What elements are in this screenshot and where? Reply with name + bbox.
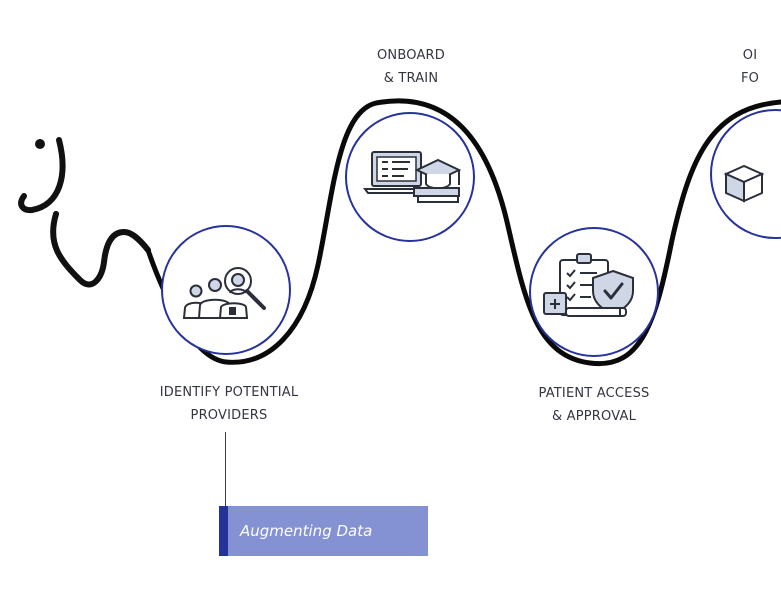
connector-line xyxy=(225,432,226,506)
patient-access-circle xyxy=(529,227,659,357)
laptop-graduation-icon xyxy=(363,151,462,203)
provider-search-circle xyxy=(161,225,291,355)
augmenting-data-label: Augmenting Data xyxy=(240,522,373,540)
step-label-identify-providers: IDENTIFY POTENTIAL PROVIDERS xyxy=(144,381,314,427)
step-label-line: PROVIDERS xyxy=(190,408,268,423)
journey-path xyxy=(145,98,781,367)
provider-search-icon xyxy=(182,267,266,319)
step-label-line: FO xyxy=(740,71,760,86)
step-label-line: ONBOARD xyxy=(377,48,445,63)
box-icon xyxy=(723,164,765,203)
step-label-line: IDENTIFY POTENTIAL xyxy=(159,385,299,400)
step-label-line: & TRAIN xyxy=(383,71,439,86)
augmenting-data-callout: Augmenting Data xyxy=(219,506,428,556)
step-label-onboard-train: ONBOARD & TRAIN xyxy=(356,44,466,90)
stethoscope-icon xyxy=(18,137,151,288)
onboard-train-circle xyxy=(345,112,475,242)
clipboard-shield-check-icon xyxy=(543,253,634,317)
step-label-partial: OI FO xyxy=(720,44,780,90)
callout-accent xyxy=(219,506,228,556)
step-label-line: & APPROVAL xyxy=(551,409,637,424)
step-label-line: PATIENT ACCESS xyxy=(538,386,650,401)
step-label-patient-access: PATIENT ACCESS & APPROVAL xyxy=(511,382,677,428)
step-label-line: OI xyxy=(742,48,758,63)
box-circle xyxy=(710,109,781,239)
